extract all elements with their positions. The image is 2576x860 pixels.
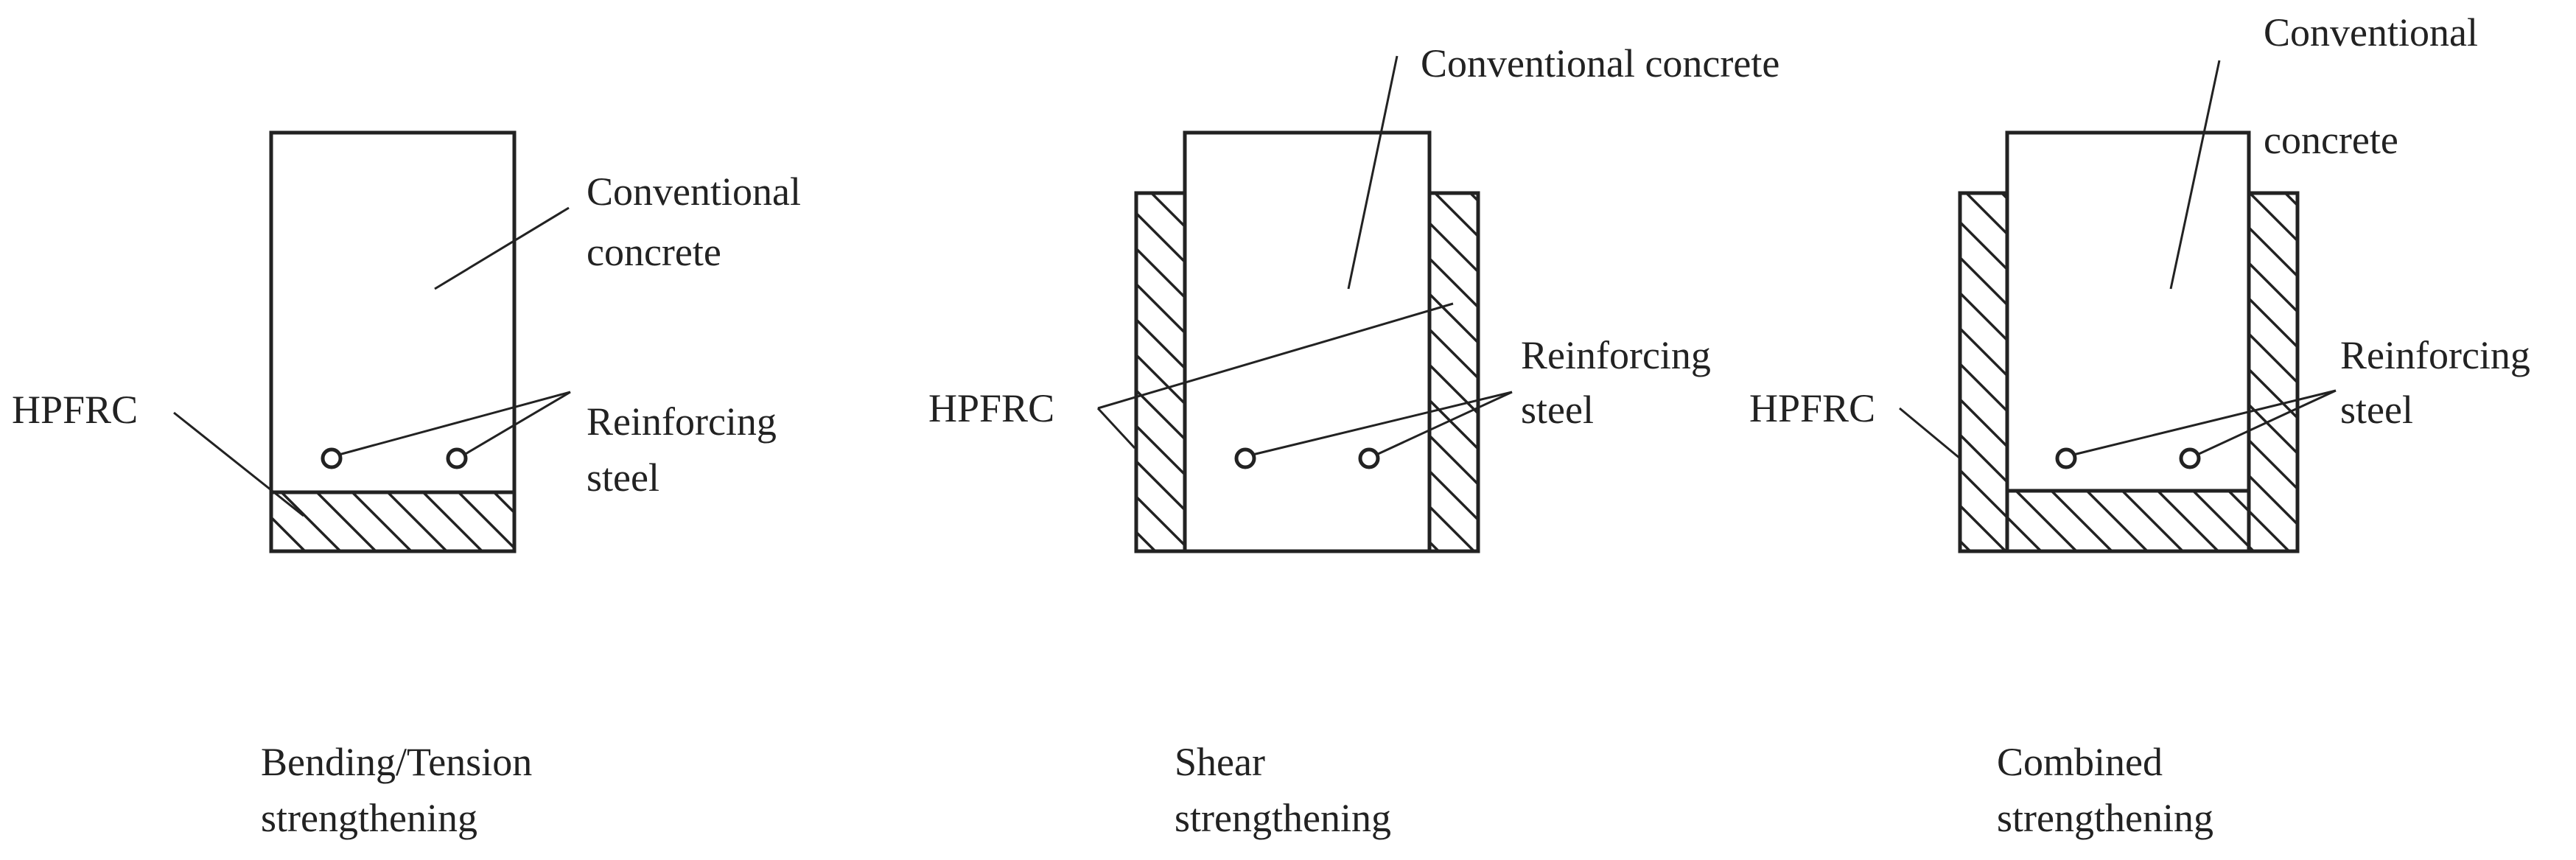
hpfrc-side-layer-right (1427, 191, 1480, 553)
hpfrc-side-layer-right (2247, 191, 2300, 553)
panel-caption: Bending/Tension strengthening (261, 740, 542, 840)
panel-shear: Conventional concrete HPFRC Reinforcing … (928, 41, 1779, 840)
steel-leader-right (2197, 389, 2337, 456)
reinforcing-bar-right (1358, 447, 1380, 469)
panel-caption: Shear strengthening (1175, 740, 1391, 840)
steel-leader-right (1376, 391, 1513, 456)
concrete-label: Conventional concrete (1421, 41, 1779, 85)
hpfrc-side-layer-left (1958, 191, 2009, 553)
reinforcing-bar-right (2179, 447, 2201, 469)
concrete-leader (434, 206, 570, 290)
concrete-section (2005, 130, 2251, 553)
steel-leader-right (463, 391, 571, 456)
hpfrc-leader-left (1096, 407, 1136, 450)
steel-leader-left (1252, 391, 1513, 456)
concrete-label: Conventional concrete (2264, 10, 2488, 162)
hpfrc-bottom-layer (269, 490, 517, 553)
reinforcing-bar-right (446, 447, 468, 469)
steel-label: Reinforcing steel (2340, 333, 2540, 432)
panel-combined: Conventional concrete HPFRC Reinforcing … (1749, 10, 2540, 840)
concrete-label: Conventional concrete (587, 169, 811, 274)
hpfrc-leader (1899, 407, 1961, 460)
hpfrc-bottom-layer (2005, 489, 2251, 553)
hpfrc-side-layer-left (1134, 191, 1187, 553)
hpfrc-label: HPFRC (12, 388, 138, 432)
hpfrc-leader (173, 411, 304, 517)
panel-bending-tension: Conventional concrete HPFRC Reinforcing … (12, 130, 811, 840)
hpfrc-label: HPFRC (1749, 386, 1875, 430)
hpfrc-label: HPFRC (928, 386, 1054, 430)
steel-label: Reinforcing steel (587, 399, 786, 500)
steel-label: Reinforcing steel (1521, 333, 1721, 432)
reinforcing-bar-left (321, 447, 343, 469)
concrete-leader (1347, 55, 1399, 290)
hpfrc-leader-right (1097, 302, 1454, 410)
steel-leader-left (2073, 389, 2337, 456)
concrete-section (1183, 130, 1432, 553)
panel-caption: Combined strengthening (1997, 740, 2213, 840)
reinforcing-bar-left (2055, 447, 2077, 469)
concrete-section (269, 130, 517, 553)
concrete-leader (2169, 60, 2221, 290)
steel-leader-left (338, 391, 571, 456)
reinforcing-bar-left (1234, 447, 1256, 469)
